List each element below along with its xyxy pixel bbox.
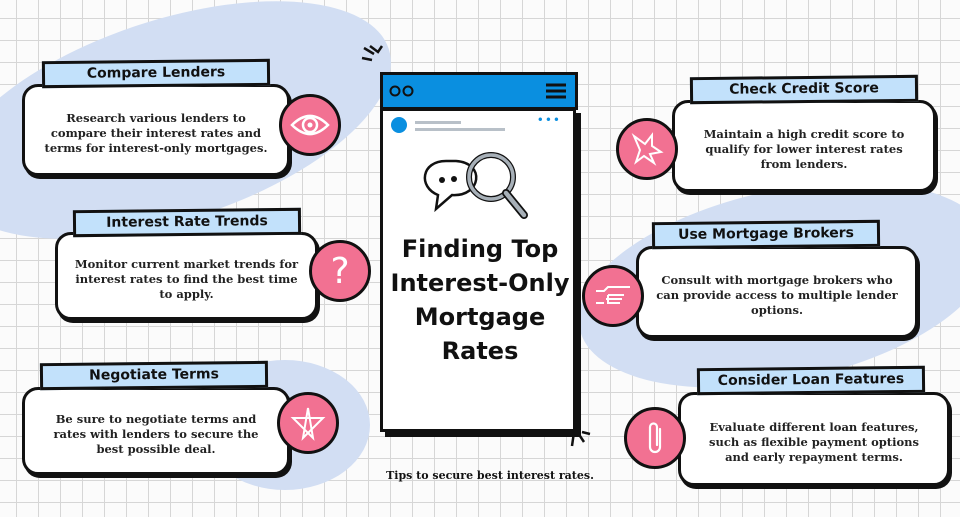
- phone-screen: •••: [380, 108, 576, 432]
- tip-text: Maintain a high credit score to qualify …: [703, 126, 905, 171]
- tip-card: Monitor current market trends for intere…: [55, 232, 318, 320]
- tip-text: Monitor current market trends for intere…: [74, 256, 299, 301]
- star-icon: [277, 392, 339, 454]
- tip-heading: Negotiate Terms: [39, 360, 269, 391]
- chat-search-icon: [423, 152, 528, 219]
- tip-text: Be sure to negotiate terms and rates wit…: [53, 411, 259, 456]
- avatar: [391, 117, 407, 133]
- sparkle-icon: [616, 118, 678, 180]
- page-title: Finding Top Interest-Only Mortgage Rates: [390, 235, 570, 365]
- tip-card: Research various lenders to compare thei…: [22, 84, 290, 176]
- tip-card: Evaluate different loan features, such a…: [678, 392, 950, 486]
- burst-lines-icon: [570, 430, 591, 447]
- tip-card: Consult with mortgage brokers who can pr…: [636, 246, 918, 338]
- window-dots-icon: [389, 85, 414, 97]
- menu-icon: [546, 83, 566, 99]
- pointing-hand-icon: [582, 265, 644, 327]
- tip-text: Consult with mortgage brokers who can pr…: [656, 272, 898, 317]
- tip-heading: Interest Rate Trends: [72, 207, 302, 238]
- burst-lines-icon: [361, 45, 384, 62]
- tip-heading: Consider Loan Features: [696, 365, 926, 396]
- tip-card: Maintain a high credit score to qualify …: [672, 100, 936, 192]
- tip-text: Evaluate different loan features, such a…: [709, 419, 919, 464]
- more-dots-icon: •••: [536, 113, 561, 127]
- tip-heading: Use Mortgage Brokers: [651, 219, 881, 250]
- phone-top-bar: [380, 72, 578, 110]
- subtitle: Tips to secure best interest rates.: [386, 469, 594, 482]
- question-mark-icon: ?: [309, 240, 371, 302]
- placeholder-line: [415, 121, 461, 124]
- tip-text: Research various lenders to compare thei…: [44, 110, 268, 155]
- placeholder-line: [415, 128, 505, 131]
- tip-heading: Compare Lenders: [41, 58, 271, 89]
- tip-heading: Check Credit Score: [689, 74, 919, 105]
- tip-card: Be sure to negotiate terms and rates wit…: [22, 387, 290, 475]
- paperclip-icon: [624, 407, 686, 469]
- eye-icon: [279, 94, 341, 156]
